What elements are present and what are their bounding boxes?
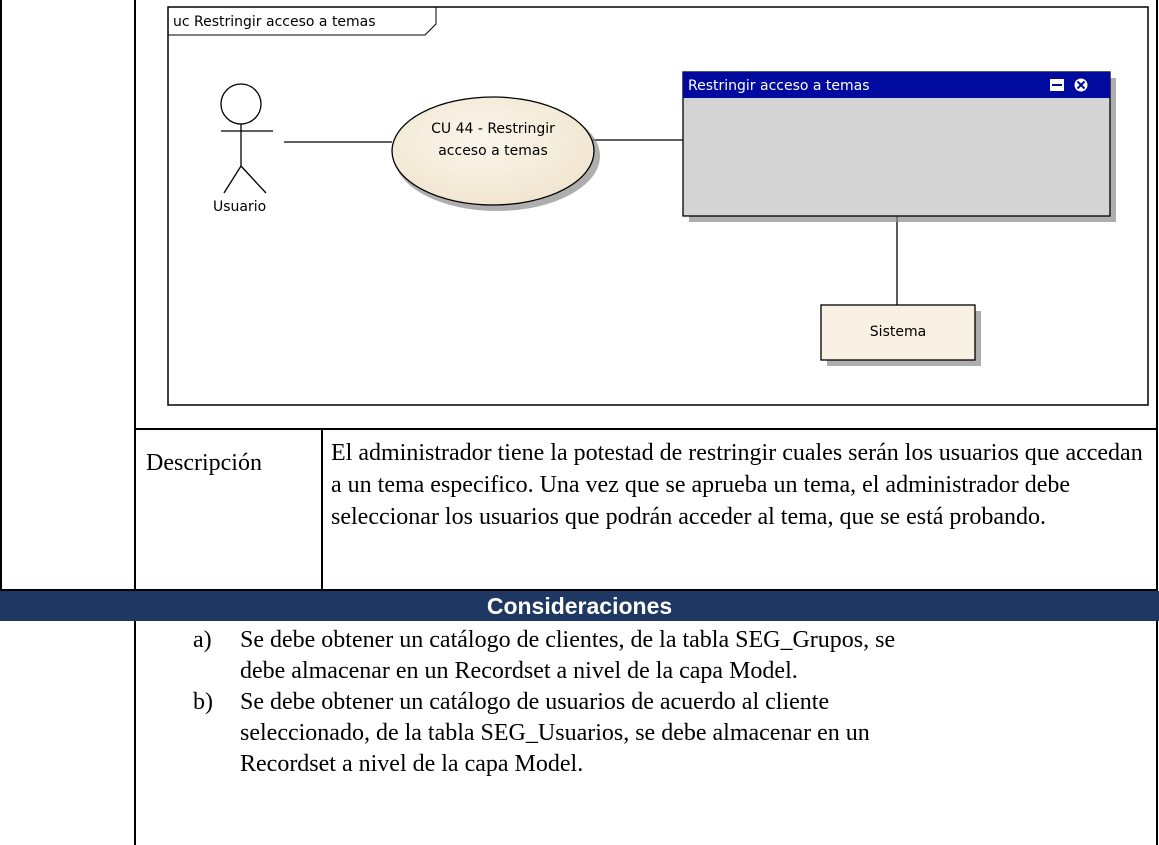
consideration-item-text: Se debe obtener un catálogo de usuarios … [240, 689, 870, 777]
table-right-border [1156, 0, 1158, 845]
consideration-item-label: b) [193, 689, 213, 715]
use-case-label: CU 44 - Restringir acceso a temas [431, 121, 555, 159]
table-bottom-divider [0, 589, 1158, 591]
description-col-divider [321, 428, 323, 590]
system-label: Sistema [869, 324, 927, 340]
use-case-ellipse [391, 96, 595, 206]
description-text: El administrador tiene la potestad de re… [331, 440, 1143, 530]
actor-stick-figure [220, 83, 273, 194]
table-col-border [134, 0, 136, 845]
close-icon [1074, 78, 1088, 92]
maximize-icon [1050, 79, 1064, 91]
frame-label-tab [168, 7, 437, 36]
use-case-diagram [167, 6, 1149, 406]
consideration-item-label: a) [193, 627, 212, 653]
window-title: Restringir acceso a temas [688, 78, 870, 94]
considerations-header-bar [0, 591, 1159, 621]
description-label: Descripción [146, 450, 262, 476]
screen-window-titlebar [683, 72, 1110, 98]
actor-label: Usuario [213, 199, 267, 215]
table-outer-left-border [0, 0, 2, 591]
system-box [820, 304, 976, 361]
diagram-frame-label: uc Restringir acceso a temas [173, 14, 376, 30]
table-row-divider [134, 428, 1158, 430]
consideration-item-text: Se debe obtener un catálogo de clientes,… [240, 627, 896, 684]
considerations-header: Consideraciones [486, 593, 673, 619]
